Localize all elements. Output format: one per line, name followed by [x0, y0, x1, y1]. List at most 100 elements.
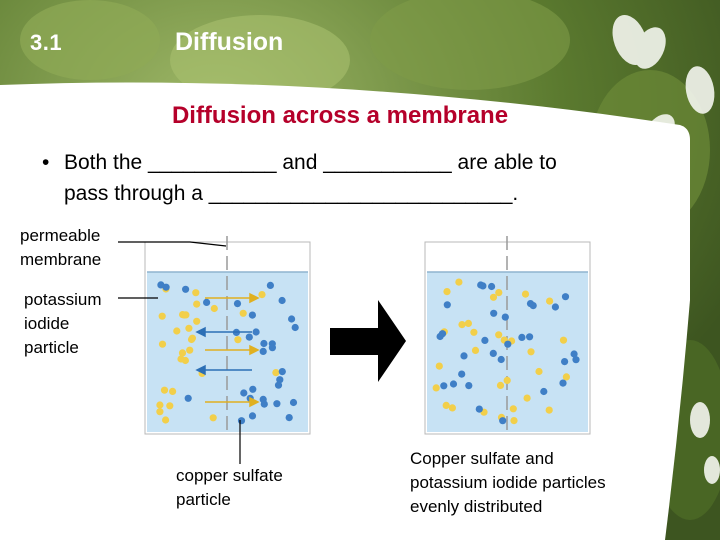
copper-sulfate-particle: [289, 398, 298, 407]
copper-sulfate-particle: [540, 387, 548, 396]
copper-sulfate-particle: [488, 282, 496, 291]
copper-sulfate-particle: [561, 358, 569, 366]
copper-sulfate-particle: [529, 302, 537, 310]
potassium-iodide-particle: [272, 369, 280, 377]
copper-sulfate-particle: [259, 347, 267, 355]
copper-sulfate-particle: [489, 349, 497, 357]
copper-sulfate-particle: [248, 412, 257, 420]
potassium-iodide-particle: [470, 328, 478, 336]
label-permeable-line-1: permeable: [20, 226, 101, 245]
copper-sulfate-particle: [157, 281, 165, 289]
copper-sulfate-particle: [497, 355, 505, 364]
copper-sulfate-particle: [184, 394, 192, 402]
copper-sulfate-particle: [233, 300, 242, 308]
potassium-iodide-particle: [464, 319, 472, 327]
potassium-iodide-particle: [173, 327, 181, 335]
transition-arrow: [330, 300, 406, 382]
potassium-iodide-particle: [188, 334, 196, 342]
copper-sulfate-particle: [475, 405, 483, 413]
bullet-text-line-2: pass through a _________________________…: [64, 182, 519, 205]
potassium-iodide-particle: [509, 405, 517, 413]
copper-sulfate-particle: [273, 400, 281, 408]
potassium-iodide-particle: [448, 404, 456, 412]
copper-sulfate-particle: [551, 303, 560, 311]
copper-sulfate-particle: [465, 382, 473, 390]
potassium-iodide-particle: [156, 408, 164, 416]
label-potassium-iodide: potassium iodide particle: [24, 288, 101, 360]
potassium-iodide-particle: [458, 321, 466, 329]
potassium-iodide-particle: [193, 317, 201, 325]
label-permeable-membrane: permeable membrane: [20, 224, 101, 272]
bullet-text-line-1: Both the ___________ and ___________ are…: [64, 151, 557, 174]
copper-sulfate-particle: [203, 298, 211, 306]
diffusion-arrows: [195, 292, 260, 408]
potassium-iodide-particle: [178, 349, 187, 357]
copper-sulfate-particle: [278, 368, 286, 376]
potassium-iodide-particle: [210, 304, 218, 313]
copper-sulfate-particle: [268, 344, 276, 352]
copper-sulfate-particle: [291, 323, 299, 332]
copper-sulfate-particle: [249, 385, 257, 393]
potassium-iodide-particle: [527, 348, 535, 356]
copper-sulfate-particle: [276, 376, 284, 384]
potassium-iodide-particle: [443, 288, 451, 296]
copper-sulfate-particle: [436, 332, 444, 341]
potassium-iodide-particle: [559, 336, 568, 344]
potassium-iodide-particle: [471, 346, 480, 354]
potassium-iodide-particle: [562, 373, 571, 381]
potassium-iodide-particle: [177, 355, 185, 363]
copper-sulfate-particle: [561, 293, 570, 301]
copper-sulfate-particle: [572, 356, 580, 364]
copper-sulfate-particle: [559, 379, 567, 387]
label-result-line-3: evenly distributed: [410, 497, 543, 516]
copper-sulfate-particle: [245, 333, 253, 341]
copper-sulfate-particle: [460, 352, 468, 360]
label-potassium-line-2: iodide: [24, 314, 70, 333]
potassium-iodide-particle: [258, 291, 266, 299]
potassium-iodide-particle: [510, 417, 518, 425]
bullet-marker: •: [42, 151, 50, 174]
potassium-iodide-particle: [169, 387, 177, 395]
potassium-iodide-particle: [166, 402, 174, 410]
potassium-iodide-particle: [546, 297, 554, 305]
label-result-line-2: potassium iodide particles: [410, 473, 606, 492]
potassium-iodide-particle: [209, 414, 217, 422]
potassium-iodide-particle: [180, 311, 188, 319]
potassium-iodide-particle: [495, 331, 503, 339]
potassium-iodide-particle: [455, 278, 463, 286]
copper-sulfate-particle: [266, 281, 274, 289]
subtitle: Diffusion across a membrane: [171, 102, 509, 129]
label-potassium-line-1: potassium: [24, 290, 102, 309]
copper-sulfate-particle: [248, 311, 256, 319]
potassium-iodide-particle: [503, 376, 511, 384]
bullet-text: Both the ___________ and ___________ are…: [64, 147, 684, 209]
potassium-iodide-particle: [432, 384, 440, 392]
potassium-iodide-particle: [435, 362, 443, 370]
potassium-iodide-particle: [545, 406, 553, 414]
copper-sulfate-particle: [481, 336, 489, 344]
copper-sulfate-particle: [278, 296, 286, 305]
potassium-iodide-particle: [193, 300, 201, 308]
label-permeable-line-2: membrane: [20, 250, 102, 269]
section-number: 3.1: [30, 30, 63, 55]
copper-sulfate-particle: [479, 282, 487, 290]
label-copper-line-1: copper sulfate: [176, 466, 283, 485]
label-potassium-line-3: particle: [24, 338, 79, 357]
copper-sulfate-particle: [440, 382, 448, 390]
copper-sulfate-particle: [501, 313, 509, 321]
copper-sulfate-particle: [274, 381, 283, 389]
potassium-iodide-particle: [535, 367, 543, 376]
label-result-line-1: Copper sulfate and: [410, 449, 554, 468]
potassium-iodide-particle: [523, 394, 531, 402]
copper-sulfate-particle: [490, 309, 498, 317]
copper-sulfate-particle: [237, 417, 246, 425]
copper-sulfate-particle: [443, 301, 451, 309]
potassium-iodide-particle: [185, 324, 193, 332]
potassium-iodide-particle: [239, 309, 247, 317]
potassium-iodide-particle: [160, 386, 169, 394]
beaker-after: [424, 236, 591, 435]
copper-sulfate-particle: [288, 315, 296, 323]
copper-sulfate-particle: [499, 417, 507, 425]
copper-sulfate-particle: [449, 380, 458, 388]
